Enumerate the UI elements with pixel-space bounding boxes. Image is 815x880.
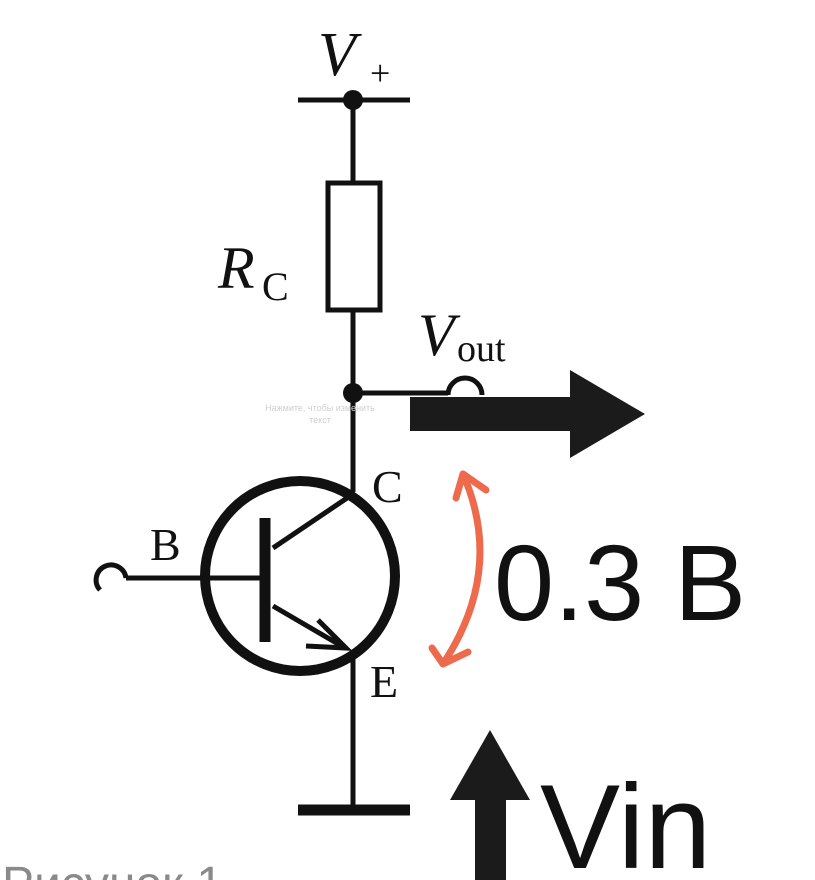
voltage-annotation: 0.3 В — [494, 522, 746, 643]
caption-partial: Рисунок 1 — [2, 858, 223, 880]
base-label: B — [150, 519, 181, 570]
faint-hint-text-2: текст — [309, 415, 331, 425]
faint-hint-text: Нажмите, чтобы изменить — [265, 403, 375, 413]
vin-label: Vin — [540, 760, 711, 880]
double-headed-curved-arrow-icon — [428, 470, 490, 668]
collector-resistor — [325, 180, 383, 313]
collector-label: C — [372, 461, 403, 512]
rc-label: R — [217, 235, 255, 301]
npn-transistor — [93, 476, 400, 676]
vout-subscript: out — [457, 328, 506, 370]
supply-rail — [298, 90, 410, 183]
up-arrow-icon — [450, 730, 530, 880]
vout-label: V — [418, 302, 461, 368]
rc-subscript: C — [262, 264, 289, 309]
right-arrow-icon — [410, 370, 645, 458]
output-node — [343, 375, 485, 403]
vplus-label: V — [318, 21, 362, 89]
emitter-label: E — [370, 656, 398, 707]
vplus-subscript: + — [370, 53, 390, 93]
